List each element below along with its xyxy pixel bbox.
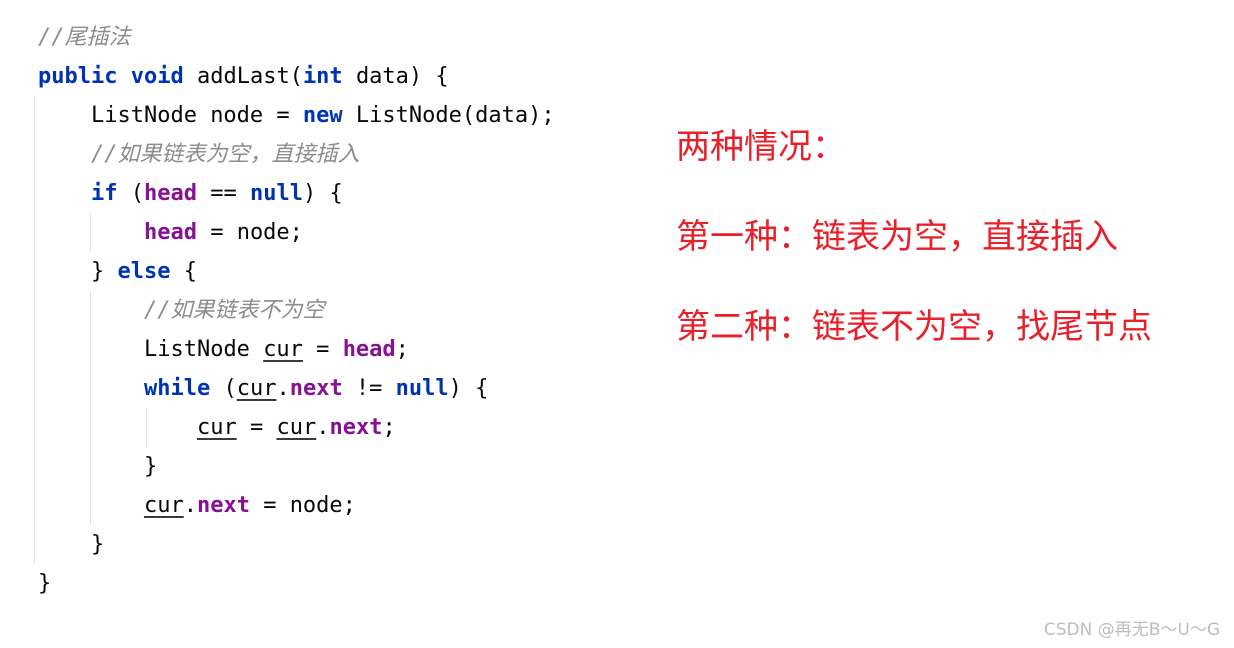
variable: cur: [236, 376, 277, 401]
code-text: }: [38, 571, 52, 596]
note-case-two: 第二种：链表不为空，找尾节点: [676, 307, 1152, 347]
comment: //如果链表为空，直接插入: [90, 142, 360, 167]
code-line-15: }: [38, 564, 555, 603]
code-text: = node;: [210, 220, 303, 245]
variable: cur: [196, 415, 237, 440]
field: next: [289, 376, 343, 401]
keyword: null: [395, 376, 449, 401]
code-line-8: //如果链表不为空: [38, 291, 555, 330]
code-line-13: cur.next = node;: [38, 486, 555, 525]
note-title: 两种情况：: [676, 127, 846, 167]
code-text: ==: [210, 181, 237, 206]
keyword: if: [90, 181, 118, 206]
code-line-7: } else {: [38, 252, 555, 291]
indent-guide: [90, 213, 91, 252]
field: head: [143, 220, 197, 245]
code-line-1: //尾插法: [38, 18, 555, 57]
field: head: [342, 337, 396, 362]
keyword: public: [38, 64, 118, 89]
code-text: ListNode: [143, 337, 264, 362]
keyword: int: [302, 64, 343, 89]
code-text: }: [90, 532, 105, 557]
field: next: [196, 493, 250, 518]
indent-guide: [146, 408, 147, 447]
keyword: null: [249, 181, 303, 206]
code-text: .: [183, 493, 197, 518]
variable: cur: [263, 337, 303, 362]
code-line-9: ListNode cur = head;: [38, 330, 555, 369]
code-text: }: [143, 454, 158, 479]
comment: //尾插法: [38, 25, 131, 50]
indent-guide: [34, 96, 35, 564]
indent-guide: [90, 291, 91, 525]
note-case-one: 第一种：链表为空，直接插入: [676, 217, 1118, 257]
code-text: !=: [342, 376, 396, 401]
code-block: //尾插法 public void addLast(int data) { Li…: [34, 18, 555, 603]
code-line-11: cur = cur.next;: [38, 408, 555, 447]
code-text: ;: [395, 337, 409, 362]
code-line-12: }: [38, 447, 555, 486]
code-line-14: }: [38, 525, 555, 564]
code-text: }: [90, 259, 105, 284]
code-line-6: head = node;: [38, 213, 555, 252]
code-text: ListNode(data);: [355, 103, 555, 128]
code-text: .: [316, 415, 330, 440]
code-text: ) {: [302, 181, 343, 206]
code-text: (: [130, 181, 144, 206]
code-text: =: [302, 337, 343, 362]
code-text: ) {: [448, 376, 489, 401]
code-text: ;: [382, 415, 396, 440]
code-line-4: //如果链表为空，直接插入: [38, 135, 555, 174]
annotation-notes: 两种情况： 第一种：链表为空，直接插入 第二种：链表不为空，找尾节点: [676, 124, 1152, 350]
code-text: (: [223, 376, 237, 401]
field: next: [329, 415, 383, 440]
code-line-10: while (cur.next != null) {: [38, 369, 555, 408]
code-text: .: [276, 376, 290, 401]
variable: cur: [143, 493, 184, 518]
code-text: {: [183, 259, 197, 284]
code-text: addLast(: [196, 64, 303, 89]
comment: //如果链表不为空: [143, 298, 325, 323]
keyword: new: [302, 103, 343, 128]
code-text: = node;: [249, 493, 356, 518]
variable: cur: [276, 415, 317, 440]
field: head: [143, 181, 197, 206]
code-text: data) {: [355, 64, 449, 89]
watermark: CSDN @再无B～U～G: [1043, 620, 1220, 640]
code-line-5: if (head == null) {: [38, 174, 555, 213]
keyword: while: [143, 376, 211, 401]
keyword: void: [130, 64, 184, 89]
code-line-3: ListNode node = new ListNode(data);: [38, 96, 555, 135]
keyword: else: [117, 259, 171, 284]
code-line-2: public void addLast(int data) {: [38, 57, 555, 96]
code-text: ListNode node =: [90, 103, 303, 128]
code-text: =: [236, 415, 277, 440]
